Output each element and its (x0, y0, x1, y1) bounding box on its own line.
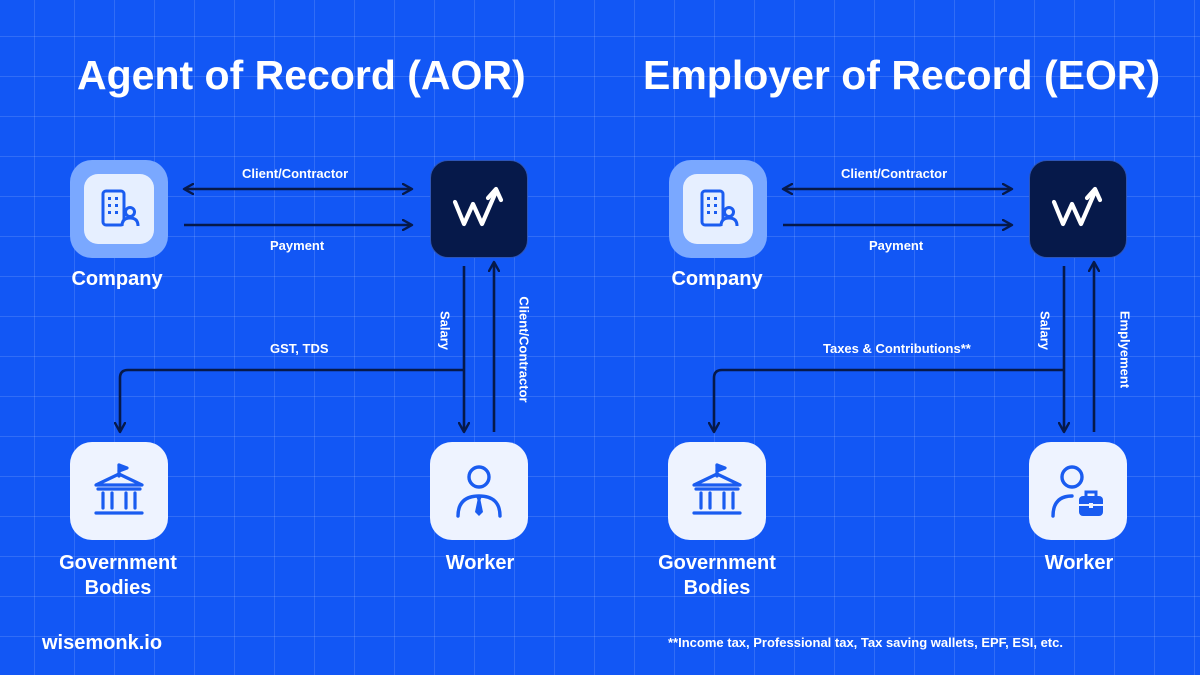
brand-label: wisemonk.io (42, 632, 163, 654)
eor-client-contractor-label: Client/Contractor (841, 166, 948, 181)
aor-salary-label: Salary (437, 310, 453, 351)
footnote: **Income tax, Professional tax, Tax savi… (668, 635, 1063, 650)
eor-salary-label: Salary (1037, 310, 1053, 351)
aor-government-label-line2: Bodies (84, 577, 152, 599)
aor-company-tile (70, 160, 168, 258)
wisemonk-logo-icon (452, 186, 504, 227)
wisemonk-logo-icon (1051, 186, 1103, 227)
eor-government-label-line2: Bodies (683, 577, 751, 599)
eor-company-tile (669, 160, 767, 258)
aor-government-tile (70, 442, 168, 540)
eor-employment-vertical-label: Emplyement (1117, 310, 1133, 389)
eor-wisemonk-tile (1029, 160, 1127, 258)
building-person-icon (700, 189, 739, 227)
aor-government-label-line1: Government (59, 552, 177, 574)
worker-tie-icon (456, 465, 502, 518)
aor-client-contractor-label: Client/Contractor (242, 166, 349, 181)
aor-company-label: Company (71, 268, 163, 290)
aor-client-contractor-vertical-label: Client/Contractor (516, 296, 532, 403)
aor-gst-tds-arrow (120, 368, 464, 432)
eor-title: Employer of Record (EOR) (643, 52, 1161, 98)
eor-worker-tile (1029, 442, 1127, 540)
eor-taxes-arrow (714, 368, 1064, 432)
building-person-icon (101, 189, 140, 227)
eor-payment-label: Payment (869, 238, 924, 253)
eor-government-tile (668, 442, 766, 540)
aor-title: Agent of Record (AOR) (77, 52, 526, 98)
aor-payment-label: Payment (270, 238, 325, 253)
aor-wisemonk-tile (430, 160, 528, 258)
government-building-icon (692, 463, 742, 515)
government-building-icon (94, 463, 144, 515)
aor-government-label: Government Bodies (40, 551, 196, 601)
eor-government-label-line1: Government (658, 552, 776, 574)
aor-worker-label: Worker (445, 552, 515, 574)
eor-company-label: Company (671, 268, 763, 290)
eor-worker-label: Worker (1044, 552, 1114, 574)
eor-government-label: Government Bodies (639, 551, 795, 601)
aor-worker-tile (430, 442, 528, 540)
aor-gst-tds-label: GST, TDS (270, 341, 329, 356)
eor-taxes-label: Taxes & Contributions** (823, 341, 971, 356)
worker-briefcase-icon (1051, 465, 1103, 518)
